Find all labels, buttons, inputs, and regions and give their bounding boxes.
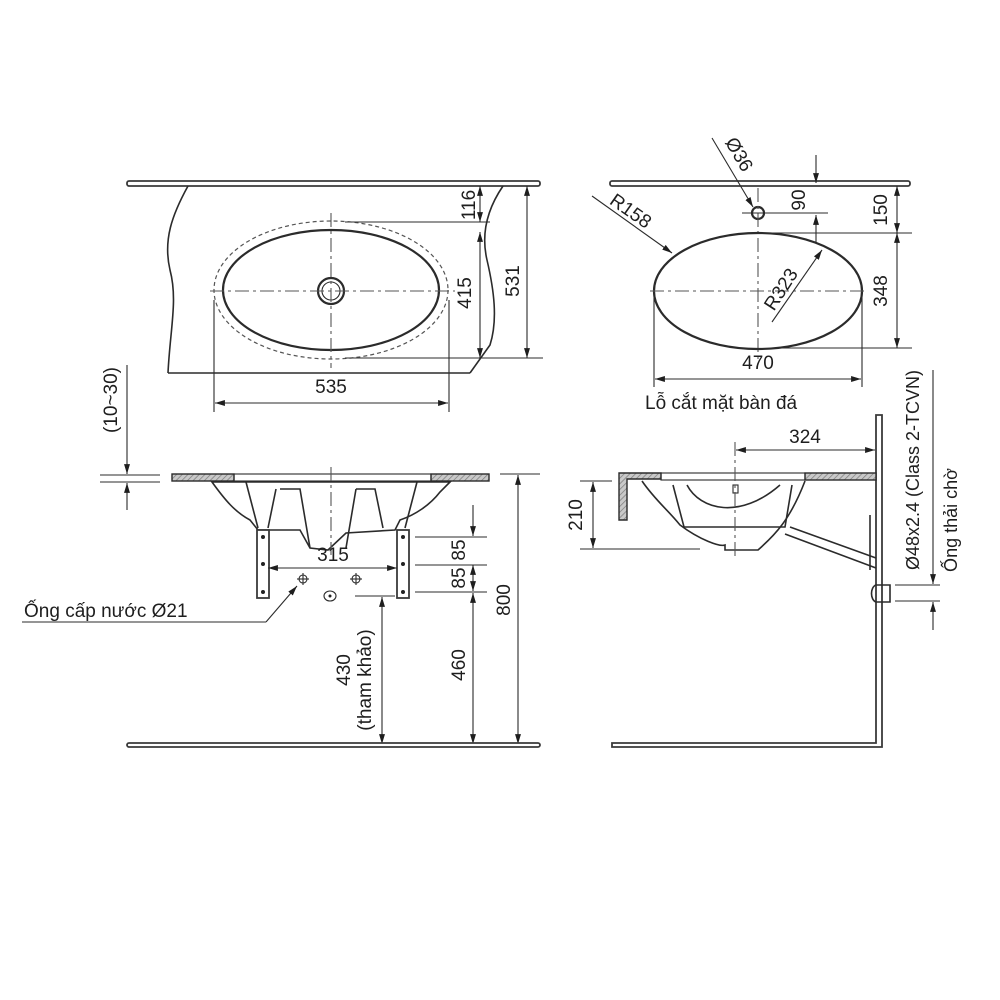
dim-r158: R158 <box>606 190 655 233</box>
drain-pipe-label: Ống thải chờ <box>940 468 961 572</box>
drain-outlet-icon <box>323 590 337 602</box>
dim-116: 116 <box>459 190 480 220</box>
dim-counter-gap: (10~30) <box>101 367 122 433</box>
basin-side-section <box>641 480 806 551</box>
top-view: 116 415 531 535 <box>126 180 543 412</box>
dim-348: 348 <box>871 275 892 307</box>
break-line-left <box>166 185 189 374</box>
break-line-right <box>469 185 504 374</box>
basin-front-body <box>210 481 452 551</box>
countertop-right <box>430 473 490 482</box>
water-supply-label: Ống cấp nước Ø21 <box>24 600 188 622</box>
dim-460: 460 <box>449 649 470 681</box>
dim-430-note: (tham khảo) <box>355 629 376 730</box>
wall-and-floor <box>611 414 883 748</box>
cutout-view: Ø36 R158 R323 90 150 348 470 Lỗ cắt mặt … <box>591 134 912 414</box>
countertop-back <box>804 472 877 481</box>
countertop-edge-cutout <box>609 180 911 187</box>
dim-150: 150 <box>871 194 892 226</box>
water-supply-point-icon <box>297 573 309 585</box>
dim-90: 90 <box>789 189 810 210</box>
water-supply-point-icon <box>350 573 362 585</box>
dim-r323: R323 <box>760 265 802 315</box>
countertop-left <box>171 473 235 482</box>
drain-pipe-spec: Ø48x2.4 (Class 2-TCVN) <box>903 370 923 570</box>
dim-85-lower: 85 <box>449 567 470 588</box>
dim-470: 470 <box>742 353 774 374</box>
dim-o36: Ø36 <box>720 134 756 176</box>
dim-324: 324 <box>789 427 821 448</box>
cutout-caption: Lỗ cắt mặt bàn đá <box>645 392 798 414</box>
dim-430: 430 <box>334 654 355 686</box>
floor-line-front <box>126 742 541 748</box>
dim-535: 535 <box>315 377 347 398</box>
dim-85-upper: 85 <box>449 539 470 560</box>
drain-pipe-stub <box>870 584 891 603</box>
countertop-edge-top <box>126 180 541 187</box>
dim-531: 531 <box>503 265 524 297</box>
dim-210: 210 <box>566 499 587 531</box>
front-view: (10~30) 315 <box>22 365 541 748</box>
side-view: 324 210 Ø48x2.4 (Class 2-TCVN) Ống thải … <box>566 370 961 748</box>
dim-800: 800 <box>494 584 515 616</box>
dim-315: 315 <box>317 545 349 566</box>
dim-415: 415 <box>455 277 476 309</box>
